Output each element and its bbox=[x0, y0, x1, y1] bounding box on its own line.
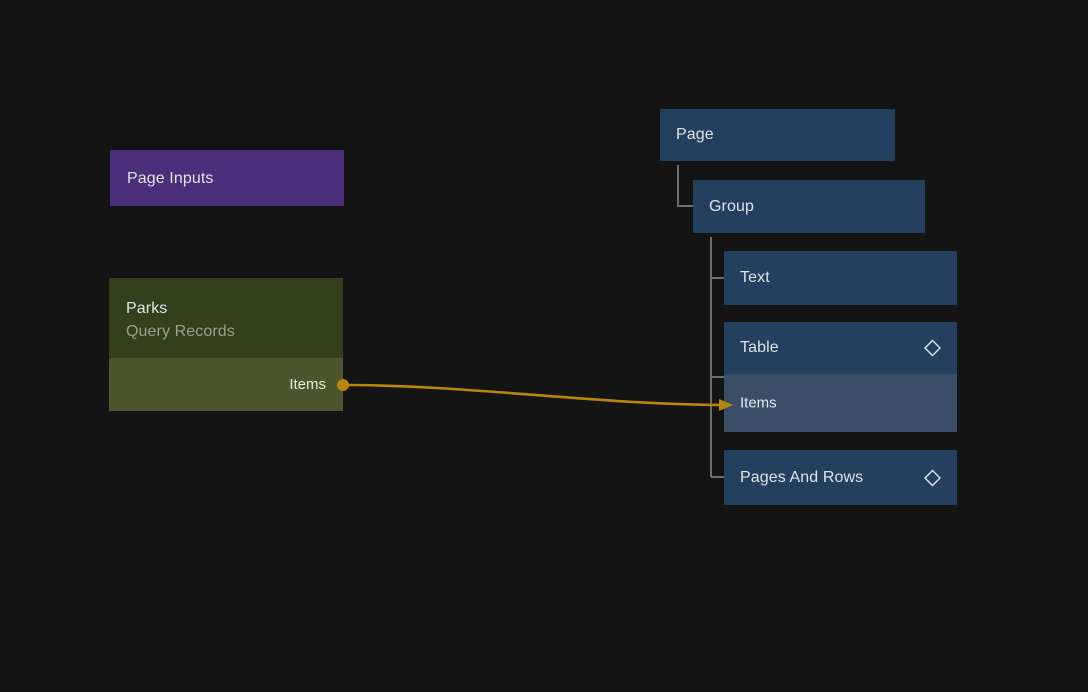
node-table[interactable]: Table Items bbox=[724, 322, 957, 432]
diamond-icon bbox=[924, 339, 941, 357]
node-parks[interactable]: Parks Query Records Items bbox=[109, 278, 343, 411]
node-table-header[interactable]: Table bbox=[724, 322, 957, 374]
node-page-inputs[interactable]: Page Inputs bbox=[110, 150, 344, 206]
link-page-group bbox=[677, 165, 693, 207]
node-table-row-items-label: Items bbox=[740, 394, 777, 412]
diamond-icon bbox=[924, 469, 941, 486]
node-table-title: Table bbox=[740, 339, 779, 356]
node-parks-port-items-label: Items bbox=[289, 376, 326, 393]
node-text[interactable]: Text bbox=[724, 251, 957, 305]
node-pages-and-rows[interactable]: Pages And Rows bbox=[724, 450, 957, 505]
node-parks-header[interactable]: Parks Query Records bbox=[109, 278, 343, 358]
node-page-title: Page bbox=[676, 126, 714, 143]
node-parks-subtitle: Query Records bbox=[126, 323, 235, 340]
node-text-title: Text bbox=[740, 269, 770, 286]
node-group[interactable]: Group bbox=[693, 180, 925, 233]
node-pages-and-rows-title: Pages And Rows bbox=[740, 468, 864, 486]
edge-parks-items-to-table-items bbox=[344, 383, 727, 407]
node-page-inputs-title: Page Inputs bbox=[127, 170, 214, 187]
node-group-title: Group bbox=[709, 197, 754, 215]
node-table-row-items[interactable]: Items bbox=[724, 374, 957, 432]
node-page[interactable]: Page bbox=[660, 109, 895, 161]
node-parks-port-items[interactable]: Items bbox=[109, 358, 343, 411]
node-parks-title: Parks bbox=[126, 300, 168, 317]
